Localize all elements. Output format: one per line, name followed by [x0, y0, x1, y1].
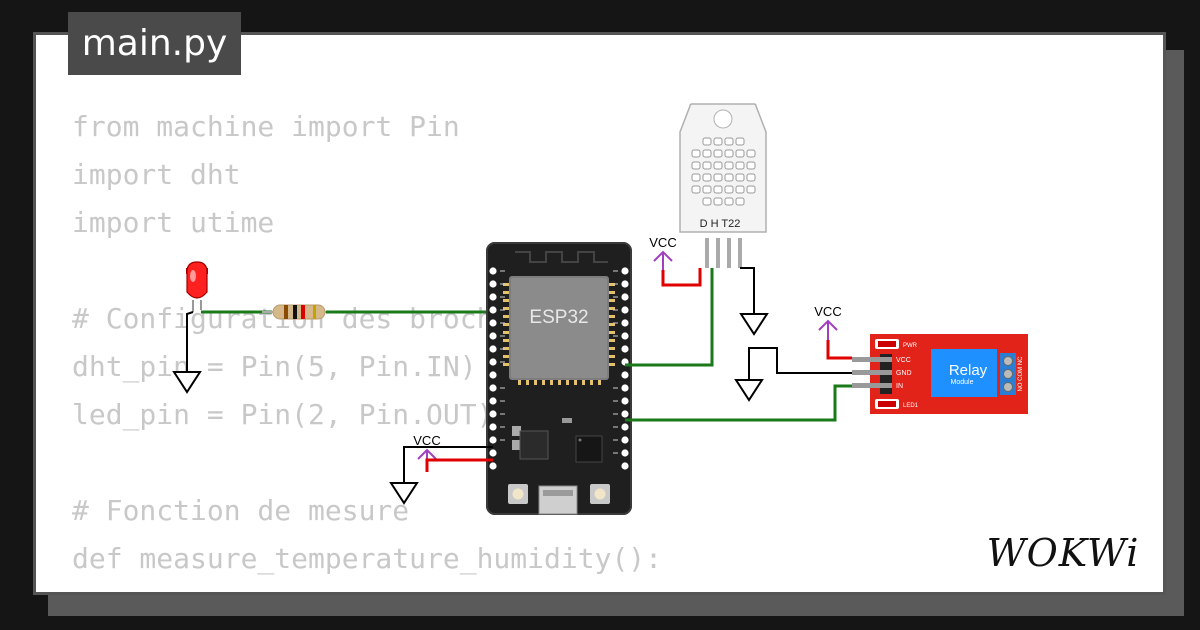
relay-label: Relay — [949, 362, 988, 379]
relay-in-wire — [625, 384, 852, 422]
esp32-board[interactable]: ESP32 — [486, 242, 632, 515]
code-preview: from machine import Pin import dht import … — [72, 103, 663, 592]
svg-text:Module: Module — [951, 379, 974, 386]
svg-text:VCC: VCC — [896, 357, 911, 364]
esp-ground-wire — [389, 446, 493, 505]
code-line: dht_pin = Pin(5, Pin.IN) — [72, 350, 477, 383]
code-line: # Fonction de mesure — [72, 494, 410, 527]
vcc-relay-symbol: VCC — [814, 304, 842, 340]
vcc-dht-symbol: VCC — [649, 235, 677, 270]
relay-vcc-wire — [826, 340, 852, 360]
ground-symbol-icon — [734, 379, 764, 402]
dht-vcc-wire — [661, 268, 702, 287]
ground-symbol-icon — [172, 371, 202, 394]
dht-data-wire — [625, 268, 714, 367]
red-led[interactable] — [186, 261, 208, 312]
code-line: def measure_temperature_humidity(): — [72, 542, 663, 575]
dht-ground-wire — [739, 267, 769, 336]
svg-text:NO COM NC: NO COM NC — [1018, 356, 1024, 392]
ground-symbol-icon — [739, 313, 769, 336]
relay-ground-wire — [734, 347, 852, 402]
file-tab[interactable]: main.py — [68, 12, 241, 75]
ground-symbol-icon — [389, 482, 419, 505]
code-line: led_pin = Pin(2, Pin.OUT) — [72, 398, 494, 431]
svg-text:WOKWi: WOKWi — [987, 531, 1140, 575]
svg-text:VCC: VCC — [814, 304, 841, 319]
code-line: import dht — [72, 158, 241, 191]
dht22-sensor[interactable]: D H T22 — [679, 103, 767, 268]
code-line: from machine import Pin — [72, 110, 460, 143]
code-line: import utime — [72, 206, 275, 239]
relay-module[interactable]: PWR LED1 VCC GND IN Relay Module NO COM … — [852, 334, 1028, 414]
svg-text:IN: IN — [896, 383, 903, 390]
svg-text:GND: GND — [896, 370, 912, 377]
svg-text:VCC: VCC — [413, 433, 440, 448]
wokwi-logo: WOKWi — [987, 531, 1140, 575]
svg-text:PWR: PWR — [903, 343, 918, 349]
resistor[interactable] — [262, 304, 336, 320]
led-ground-wire — [172, 311, 202, 394]
esp-vcc-wire — [425, 458, 493, 472]
esp32-label: ESP32 — [529, 307, 588, 328]
svg-text:VCC: VCC — [649, 235, 676, 250]
dht22-label: D H T22 — [700, 218, 741, 230]
svg-text:LED1: LED1 — [903, 403, 919, 409]
